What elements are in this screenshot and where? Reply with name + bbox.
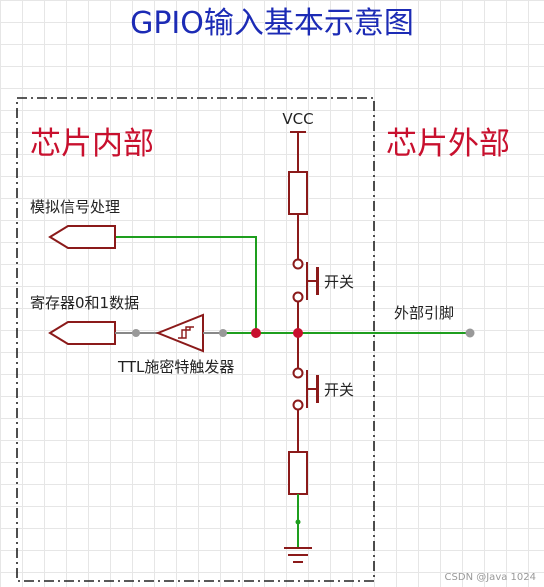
ground-symbol [284,547,312,563]
schmitt-trigger [155,313,204,353]
switch-top [292,258,319,303]
analog-label: 模拟信号处理 [30,198,120,216]
switch-bottom [292,367,319,411]
ground-node [295,519,301,525]
pull-down-resistor [288,451,308,495]
region-label-inside: 芯片内部 [30,126,154,162]
diagram-title: GPIO输入基本示意图 [130,6,414,41]
pull-up-resistor [288,171,308,215]
register-label: 寄存器0和1数据 [30,294,139,312]
external-pin-label: 外部引脚 [394,304,454,322]
schmitt-label: TTL施密特触发器 [117,358,234,376]
vcc-label: VCC [282,110,313,128]
analog-signal-port [48,225,116,249]
node-analog-junction [251,328,261,338]
node-register-left [132,329,140,337]
register-data-port [48,321,116,345]
external-pin [465,328,475,338]
watermark: CSDN @Java 1024 [445,572,536,583]
region-label-outside: 芯片外部 [386,126,510,162]
node-trigger-right [219,329,227,337]
node-main-junction [293,328,303,338]
switch-bottom-label: 开关 [324,381,354,399]
switch-top-label: 开关 [324,273,354,291]
wire-analog-path [115,236,257,333]
